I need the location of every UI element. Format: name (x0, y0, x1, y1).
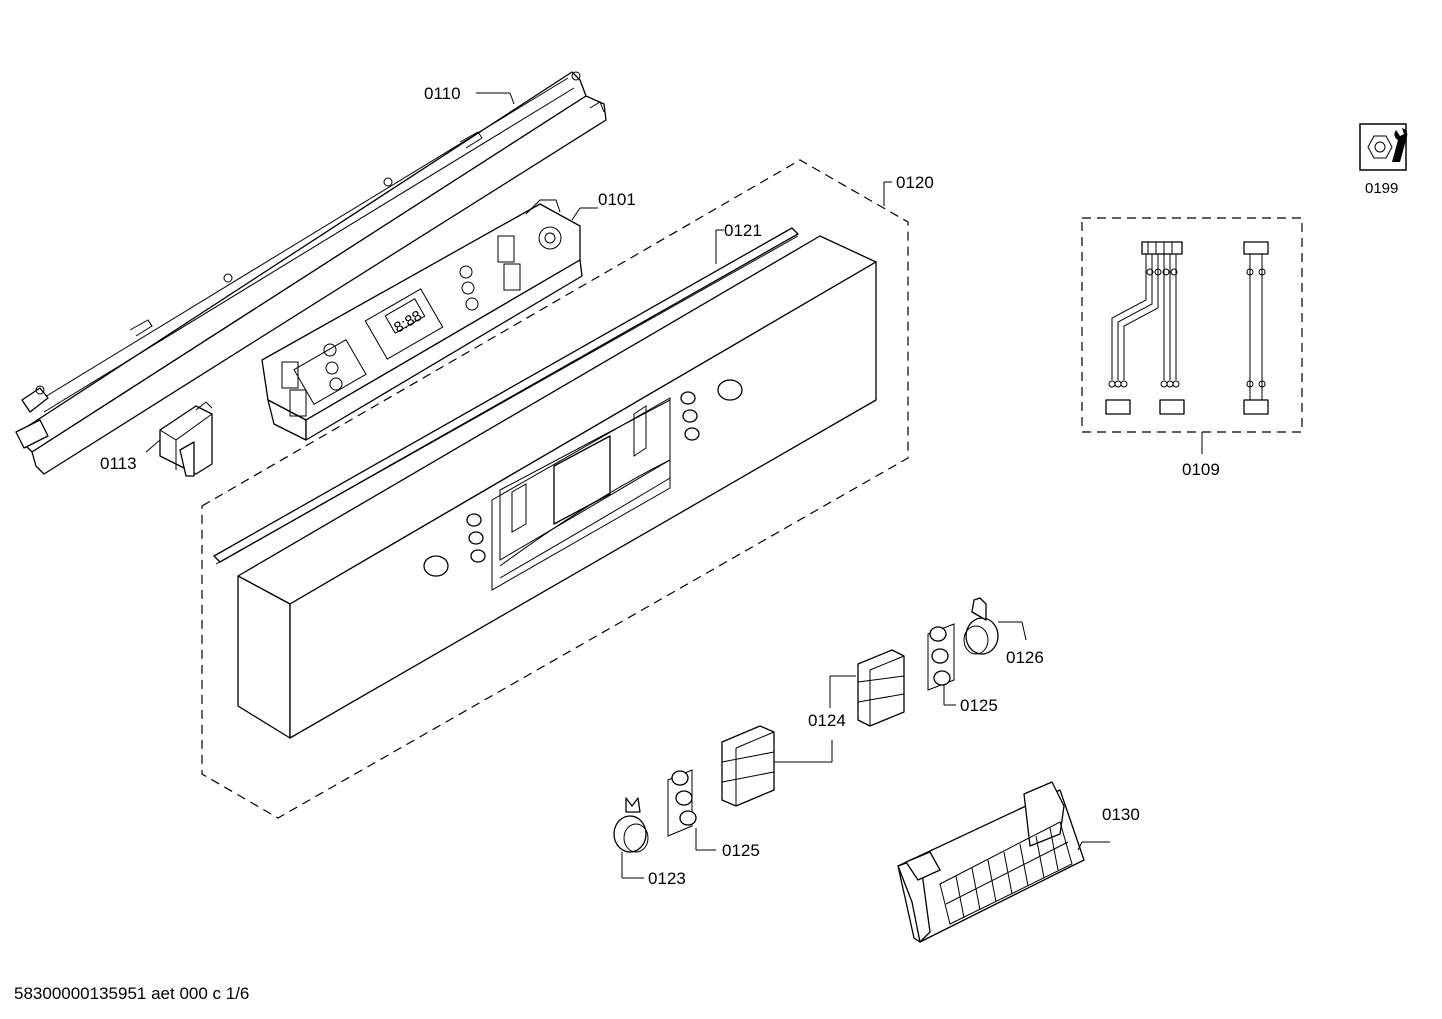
assembly-outline-0120 (201, 159, 909, 819)
leader-0113 (145, 439, 161, 453)
harness-outline-0109 (1081, 217, 1303, 433)
part-0124-button-block-lower (721, 725, 775, 807)
part-0125-buttons-lower (667, 769, 697, 837)
label-0120: 0120 (896, 173, 934, 192)
label-0124: 0124 (808, 711, 846, 730)
part-0123-knob (613, 797, 649, 853)
part-0126-knob (963, 597, 999, 655)
label-0113: 0113 (100, 454, 137, 473)
part-0125-buttons-upper (927, 623, 955, 691)
label-0199: 0199 (1365, 180, 1398, 197)
label-0101: 0101 (598, 190, 636, 209)
label-0123: 0123 (648, 869, 686, 888)
part-0113-clip (159, 401, 213, 477)
document-id-footer: 58300000135951 aet 000 c 1/6 (14, 984, 249, 1003)
part-fascia-panel (237, 235, 877, 739)
part-0109-harness (1105, 241, 1269, 415)
part-0130-bracket (897, 781, 1085, 943)
label-0109: 0109 (1182, 460, 1220, 479)
label-0130: 0130 (1102, 805, 1140, 824)
part-0110-rail (15, 71, 607, 475)
label-0125-lower: 0125 (722, 841, 760, 860)
part-0124-button-block-upper (857, 649, 905, 727)
label-0125-upper: 0125 (960, 696, 998, 715)
part-0121-strip (213, 227, 799, 565)
part-0101-control-module: 8:88 (261, 199, 583, 441)
label-0121: 0121 (724, 221, 762, 240)
label-0126: 0126 (1006, 648, 1044, 667)
label-0110: 0110 (424, 84, 461, 103)
wrench-nut-icon (1359, 123, 1408, 171)
